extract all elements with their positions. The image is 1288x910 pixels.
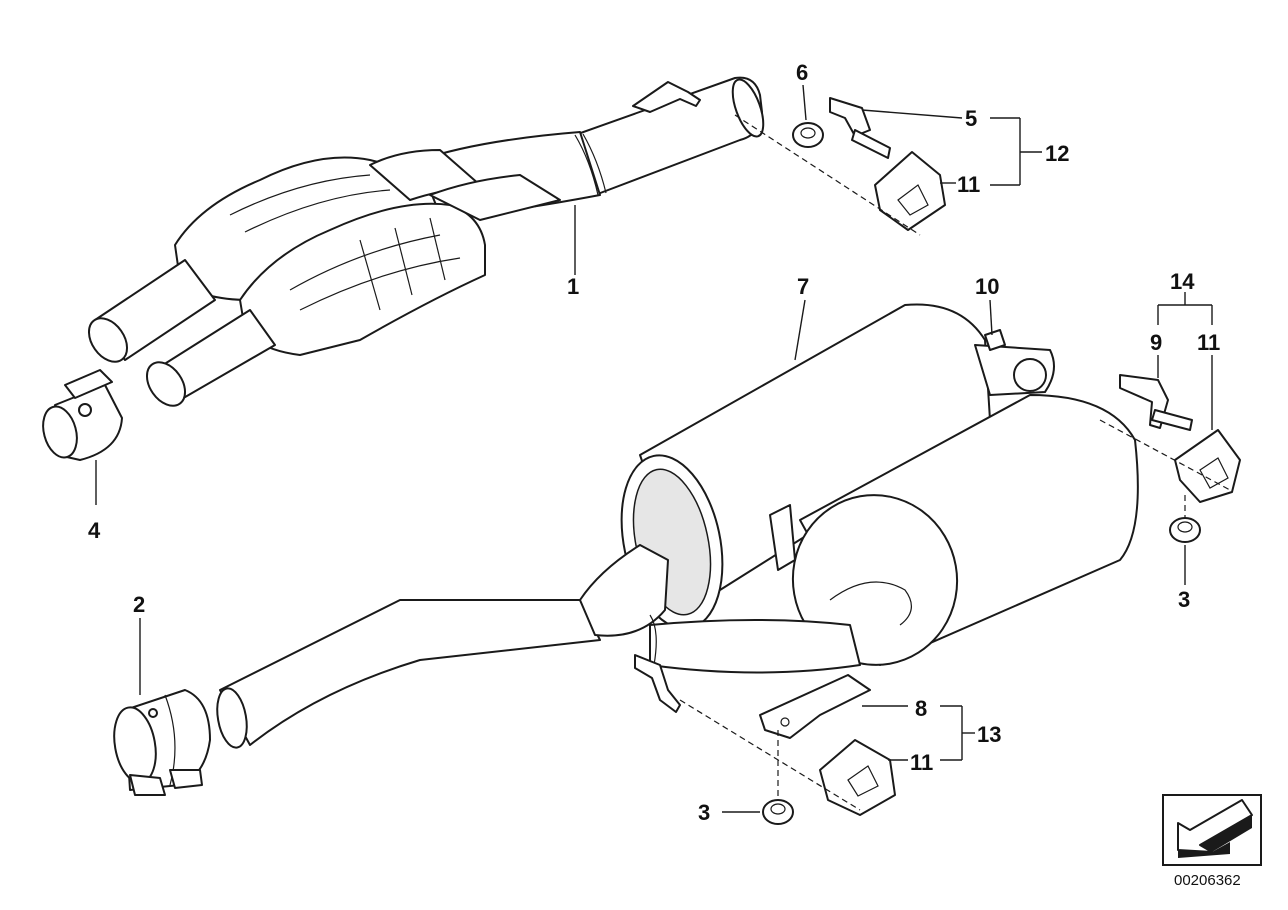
rubber-mount-11-bottom[interactable] <box>819 739 896 816</box>
pipe-clamp-front[interactable] <box>38 369 123 461</box>
front-pipe-catalytic-converter[interactable] <box>81 76 769 413</box>
callout-11-right: 11 <box>1197 330 1220 355</box>
leader-lines <box>95 84 1231 813</box>
bracket-9[interactable] <box>1119 374 1193 431</box>
diagram-reference-number: 00206362 <box>1174 872 1241 889</box>
rubber-mount-11-right[interactable] <box>1174 429 1241 503</box>
callout-1: 1 <box>567 274 579 299</box>
callout-2: 2 <box>133 592 145 617</box>
arrow-left-down-icon <box>1177 799 1253 858</box>
callout-14: 14 <box>1170 269 1195 294</box>
pipe-clamp-rear[interactable] <box>109 689 211 796</box>
callout-3-bottom: 3 <box>698 800 710 825</box>
rubber-mount-11-top[interactable] <box>874 151 946 231</box>
rubber-mount-silencer[interactable] <box>974 329 1055 396</box>
callout-4: 4 <box>88 518 101 543</box>
nut-3-right[interactable] <box>1169 517 1201 543</box>
callout-11-bottom: 11 <box>910 750 933 775</box>
callout-3-right: 3 <box>1178 587 1190 612</box>
callout-8: 8 <box>915 696 927 721</box>
callout-10: 10 <box>975 274 999 299</box>
callout-5: 5 <box>965 106 977 131</box>
bracket-5[interactable] <box>829 97 891 159</box>
nut-6[interactable] <box>792 122 824 148</box>
view-navigation-box[interactable] <box>1162 794 1262 866</box>
callout-12: 12 <box>1045 141 1069 166</box>
rear-silencer[interactable] <box>213 303 1139 750</box>
callouts: 1 2 3 3 4 5 6 7 8 9 10 11 11 11 12 13 14 <box>88 60 1220 825</box>
bracket-8[interactable] <box>759 674 871 739</box>
callout-7: 7 <box>797 274 809 299</box>
callout-6: 6 <box>796 60 808 85</box>
callout-11-top: 11 <box>957 172 980 197</box>
nut-3-bottom[interactable] <box>762 799 794 825</box>
callout-9: 9 <box>1150 330 1162 355</box>
callout-13: 13 <box>977 722 1001 747</box>
